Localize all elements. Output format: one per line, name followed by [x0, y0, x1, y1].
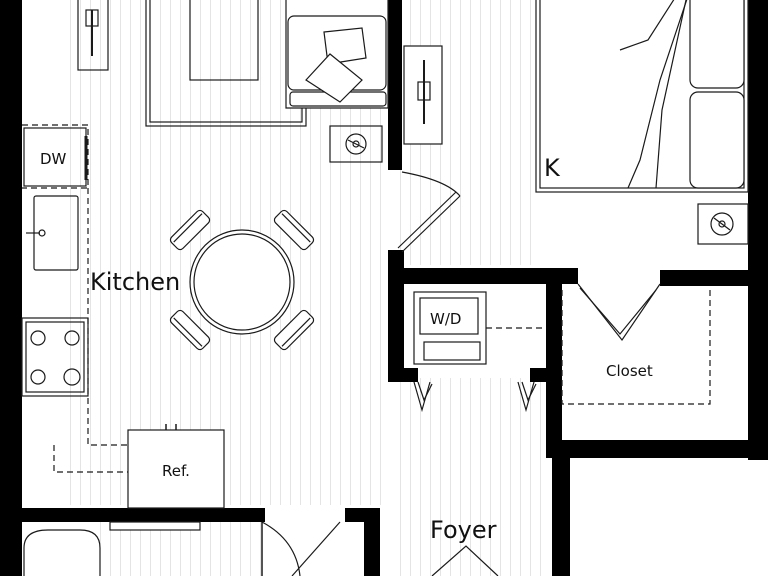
washer-dryer: W/D [404, 284, 546, 368]
bed-size-label: K [544, 154, 561, 182]
refrigerator-label: Ref. [162, 462, 190, 480]
floor-vent-living [329, 125, 383, 163]
chair-top-left [169, 209, 211, 251]
wall-left-upper [0, 0, 22, 510]
pillow-1 [323, 27, 367, 65]
wall-bottom-left [0, 508, 265, 522]
bathroom-fixtures [23, 521, 341, 576]
cooktop [21, 317, 89, 397]
wall-right-upper [748, 0, 768, 270]
living-room-furniture [77, 0, 389, 127]
wall-closet-top [388, 268, 548, 284]
wd-bifold-doors [413, 381, 537, 413]
entry-door-swing [431, 545, 499, 576]
pillow-upper [689, 0, 745, 89]
wall-foyer-left [364, 508, 380, 576]
wall-bedroom-left [388, 0, 402, 170]
room-label-foyer: Foyer [430, 516, 497, 544]
wall-left-top-stub [0, 0, 22, 120]
room-label-kitchen: Kitchen [90, 268, 180, 296]
wall-closet-divider [546, 268, 562, 443]
chair-bottom-right [273, 309, 315, 351]
refrigerator: Ref. [127, 424, 225, 509]
wall-unit-right-block [552, 458, 570, 576]
coffee-table [189, 0, 259, 81]
pillow-2 [305, 53, 363, 103]
closet-label: Closet [606, 362, 653, 380]
chair-top-right [273, 209, 315, 251]
duvet-fold [627, 0, 688, 189]
bed: K [535, 0, 749, 193]
wall-bath-left [0, 508, 22, 576]
side-table-left [77, 0, 109, 71]
wall-closet2-top-right [660, 270, 768, 286]
floor-vent-bedroom [697, 203, 749, 245]
kitchen-counter [22, 124, 130, 473]
dishwasher-label: DW [40, 150, 67, 168]
bedroom-media-unit [403, 45, 443, 145]
wall-wd-bottom-right [530, 368, 550, 382]
pillow-lower [689, 91, 745, 189]
bedroom-door-swing [397, 171, 461, 253]
closet: Closet [561, 283, 711, 405]
dining-table [189, 229, 295, 335]
dining-set [169, 209, 315, 351]
washer-dryer-label: W/D [430, 310, 461, 328]
wall-closet-bottom [546, 440, 768, 458]
kitchen-sink [26, 195, 79, 271]
dishwasher: DW [23, 127, 88, 187]
wall-wd-bottom-left [388, 368, 418, 382]
wall-right-lower [748, 270, 768, 460]
chair-bottom-left [169, 309, 211, 351]
